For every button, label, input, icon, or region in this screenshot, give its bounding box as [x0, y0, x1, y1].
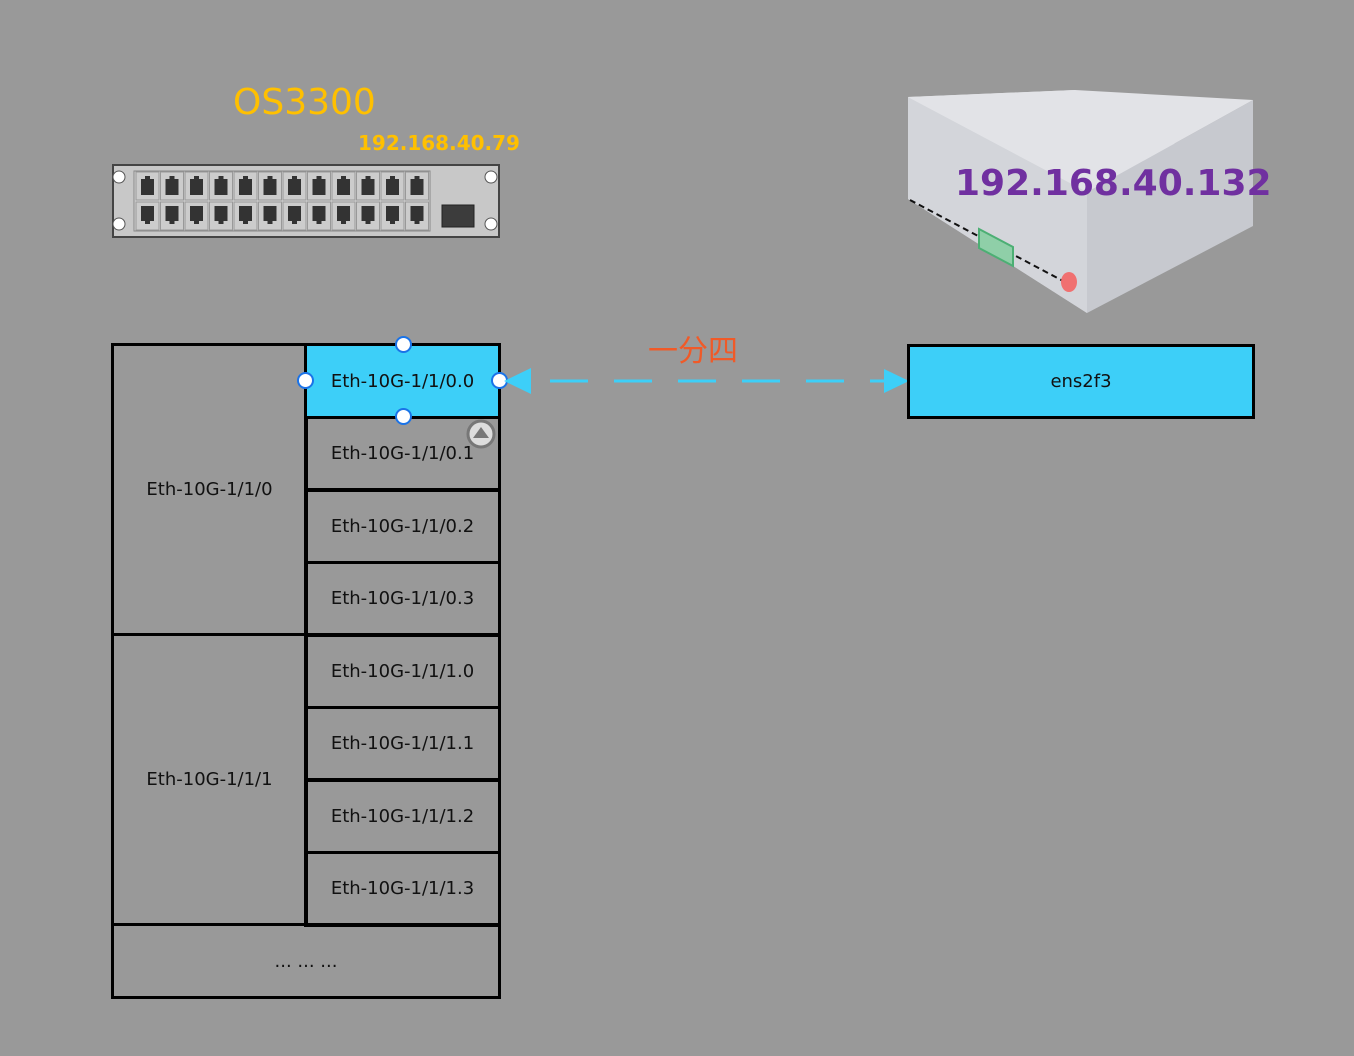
sub-port-0[interactable]: Eth-10G-1/1/0.0: [304, 343, 501, 419]
sub-port-5[interactable]: Eth-10G-1/1/1.1: [304, 705, 501, 782]
parent-port-1[interactable]: Eth-10G-1/1/1: [111, 633, 308, 926]
more-ports: ... ... ...: [111, 923, 501, 999]
sub-port-4[interactable]: Eth-10G-1/1/1.0: [304, 633, 501, 709]
selection-handle-top[interactable]: [395, 336, 412, 353]
server-icon: [908, 90, 1253, 313]
link-label: 一分四: [648, 334, 738, 369]
sub-port-7[interactable]: Eth-10G-1/1/1.3: [304, 850, 501, 927]
sub-port-3[interactable]: Eth-10G-1/1/0.3: [304, 560, 501, 637]
parent-port-0[interactable]: Eth-10G-1/1/0: [111, 343, 308, 636]
link-arrow: [504, 368, 909, 394]
sub-port-2[interactable]: Eth-10G-1/1/0.2: [304, 488, 501, 564]
switch-icon: [112, 164, 500, 238]
switch-name: OS3300: [233, 82, 376, 123]
server-ip: 192.168.40.132: [955, 163, 1272, 204]
server-port[interactable]: ens2f3: [907, 344, 1255, 419]
switch-ip: 192.168.40.79: [358, 131, 520, 155]
selection-handle-left[interactable]: [297, 372, 314, 389]
selection-handle-bottom[interactable]: [395, 408, 412, 425]
arrow-up-icon[interactable]: [465, 418, 497, 450]
sub-port-6[interactable]: Eth-10G-1/1/1.2: [304, 778, 501, 854]
